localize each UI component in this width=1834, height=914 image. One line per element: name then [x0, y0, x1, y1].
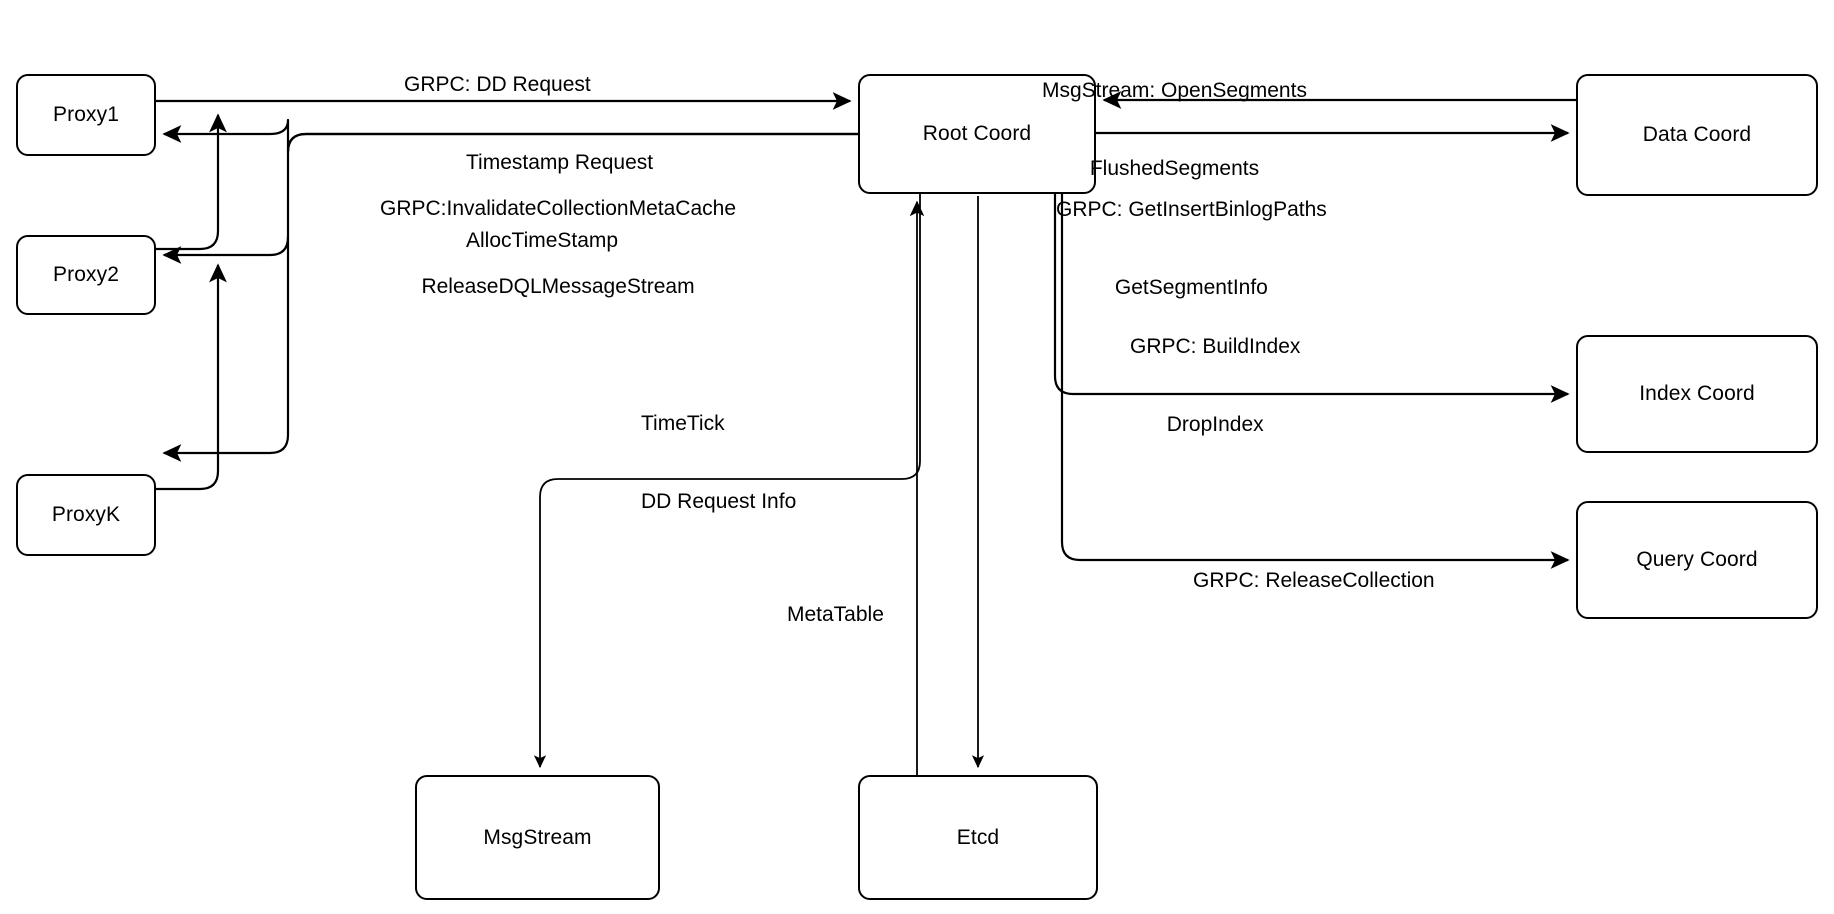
edge-rootcoord-to-msgstream	[533, 194, 921, 769]
edge-label-proxy-to-root: GRPC: DD Request Timestamp Request Alloc…	[404, 20, 653, 306]
edge-proxy-riser-proxyk	[156, 263, 227, 491]
edge-rootcoord-to-indexcoord	[1053, 194, 1570, 403]
edge-label-root-to-indexcoord: GRPC: BuildIndex DropIndex	[1130, 282, 1300, 490]
edge-label-root-to-proxy: GRPC:InvalidateCollectionMetaCache Relea…	[380, 144, 736, 352]
edge-label-line: GRPC:InvalidateCollectionMetaCache	[380, 197, 737, 220]
node-proxy2[interactable]: Proxy2	[16, 235, 156, 315]
node-label-etcd: Etcd	[956, 825, 1000, 849]
edge-rootcoord-to-querycoord	[1060, 124, 1570, 569]
edge-proxy-riser-proxy2	[156, 113, 227, 251]
edge-label-root-to-querycoord: GRPC: ReleaseCollection	[1193, 516, 1435, 646]
node-query-coord[interactable]: Query Coord	[1576, 501, 1818, 619]
edge-label-line: GRPC: BuildIndex	[1130, 335, 1301, 358]
edge-label-line: MetaTable	[787, 603, 884, 626]
edge-label-line: DropIndex	[1166, 413, 1264, 436]
node-index-coord[interactable]: Index Coord	[1576, 335, 1818, 453]
node-label-proxy1: Proxy1	[53, 103, 119, 126]
edge-label-line: MsgStream: OpenSegments	[1042, 79, 1307, 102]
edge-label-line: DD Request Info	[641, 490, 797, 513]
edge-label-line: GetSegmentInfo	[1114, 276, 1268, 299]
edge-label-datacoord-to-root: MsgStream: OpenSegments FlushedSegments	[1042, 26, 1307, 234]
edge-label-root-to-etcd: MetaTable	[787, 550, 884, 680]
edge-label-line: AllocTimeStamp	[466, 229, 619, 252]
edge-label-line: GRPC: DD Request	[404, 73, 591, 96]
node-label-proxy2: Proxy2	[53, 263, 119, 286]
node-proxy1[interactable]: Proxy1	[16, 74, 156, 156]
node-label-query-coord: Query Coord	[1636, 548, 1758, 571]
edge-label-line: FlushedSegments	[1089, 157, 1260, 180]
node-etcd[interactable]: Etcd	[858, 775, 1098, 900]
node-label-data-coord: Data Coord	[1642, 123, 1752, 146]
edge-label-line: Timestamp Request	[466, 151, 654, 174]
node-label-index-coord: Index Coord	[1639, 382, 1755, 405]
node-label-msgstream: MsgStream	[483, 825, 592, 849]
edge-label-line: GRPC: ReleaseCollection	[1193, 569, 1435, 592]
node-data-coord[interactable]: Data Coord	[1576, 74, 1818, 196]
node-root-coord[interactable]: Root Coord	[858, 74, 1096, 194]
edge-label-line: ReleaseDQLMessageStream	[421, 275, 695, 298]
node-label-root-coord: Root Coord	[922, 122, 1032, 145]
edge-label-line: GRPC: GetInsertBinlogPaths	[1056, 198, 1327, 221]
node-label-proxyk: ProxyK	[51, 503, 121, 526]
edge-label-line: TimeTick	[641, 412, 725, 435]
edge-label-root-to-msgstream: TimeTick DD Request Info	[641, 359, 796, 567]
node-msgstream[interactable]: MsgStream	[415, 775, 660, 900]
edge-rootcoord-to-proxy2	[162, 236, 290, 264]
node-proxyk[interactable]: ProxyK	[16, 474, 156, 556]
edge-rootcoord-bus	[162, 132, 858, 462]
edge-label-root-to-datacoord: GRPC: GetInsertBinlogPaths GetSegmentInf…	[1056, 145, 1327, 353]
